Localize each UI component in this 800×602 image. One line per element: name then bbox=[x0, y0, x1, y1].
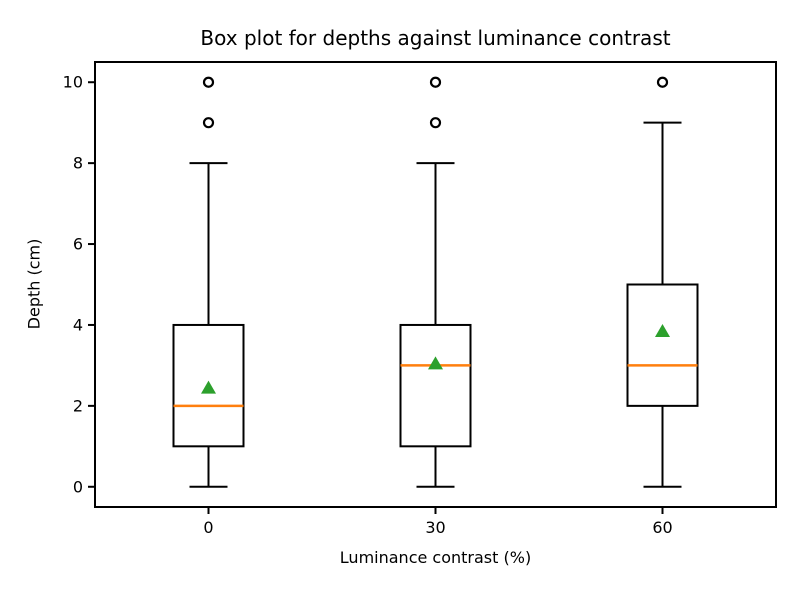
x-tick-label: 30 bbox=[425, 518, 445, 537]
mean-marker bbox=[655, 324, 670, 338]
x-tick-label: 0 bbox=[203, 518, 213, 537]
x-axis-label: Luminance contrast (%) bbox=[339, 548, 532, 567]
y-tick-label: 0 bbox=[73, 477, 83, 496]
outlier-point bbox=[429, 76, 442, 88]
y-tick-label: 8 bbox=[73, 154, 83, 173]
box bbox=[172, 323, 245, 448]
box bbox=[399, 323, 472, 448]
outlier-point bbox=[202, 76, 215, 88]
x-tick-label: 60 bbox=[652, 518, 672, 537]
outlier-point bbox=[202, 117, 215, 129]
outlier-point bbox=[656, 76, 669, 88]
y-tick-label: 4 bbox=[73, 315, 83, 334]
outlier-point bbox=[429, 117, 442, 129]
mean-marker bbox=[428, 356, 443, 370]
y-tick-label: 6 bbox=[73, 235, 83, 254]
y-tick-label: 10 bbox=[63, 73, 83, 92]
chart-title: Box plot for depths against luminance co… bbox=[200, 26, 671, 50]
mean-marker bbox=[201, 380, 216, 394]
y-tick-label: 2 bbox=[73, 396, 83, 415]
box bbox=[626, 283, 699, 407]
